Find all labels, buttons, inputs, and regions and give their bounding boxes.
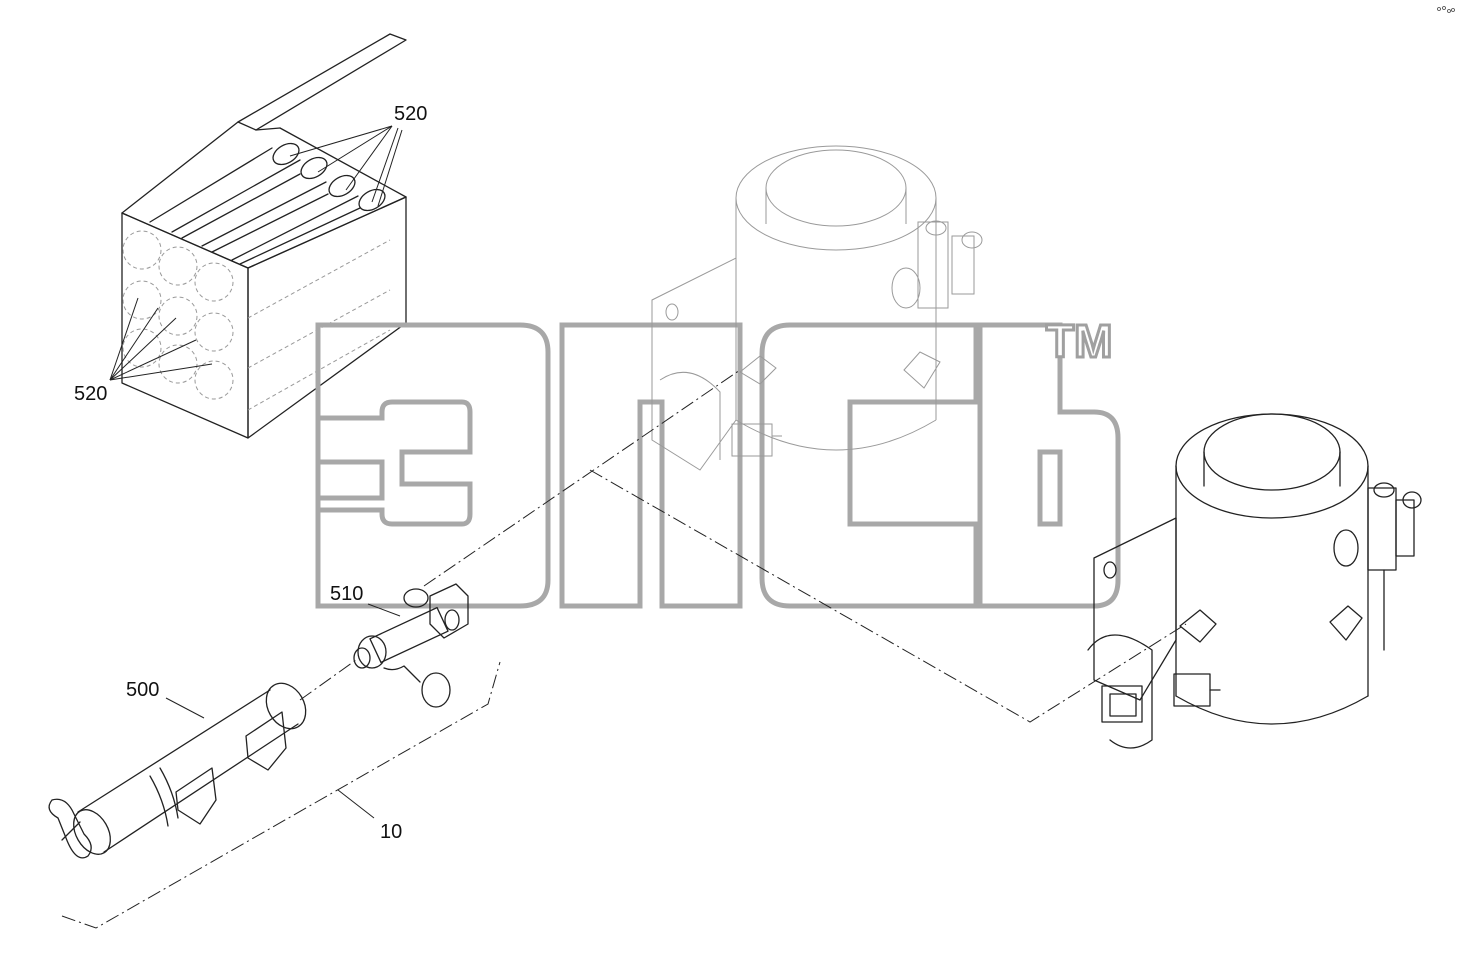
corner-registration-icon [1437,6,1455,13]
lower-housing [1087,413,1422,749]
callout-500: 500 [126,679,160,701]
box-cartridges [149,142,386,265]
assembly-center-lines [61,369,1187,929]
box-side-face [247,196,407,439]
callout-510: 510 [330,583,364,605]
box-hidden-cartridges [122,230,391,411]
cartridge-box [109,33,407,439]
watermark-logo [315,322,1121,609]
upper-housing [651,145,983,471]
callout-520-top: 520 [394,103,428,125]
trademark-symbol: TM [1044,315,1113,367]
box-front-face [121,212,249,439]
callout-10: 10 [380,821,403,843]
grease-gun-500 [48,682,307,859]
leaders-520-left [109,297,213,381]
callout-520-left: 520 [74,383,108,405]
adapter-510 [353,583,469,708]
leaders-520-top [289,125,403,207]
box-lid [237,33,407,131]
